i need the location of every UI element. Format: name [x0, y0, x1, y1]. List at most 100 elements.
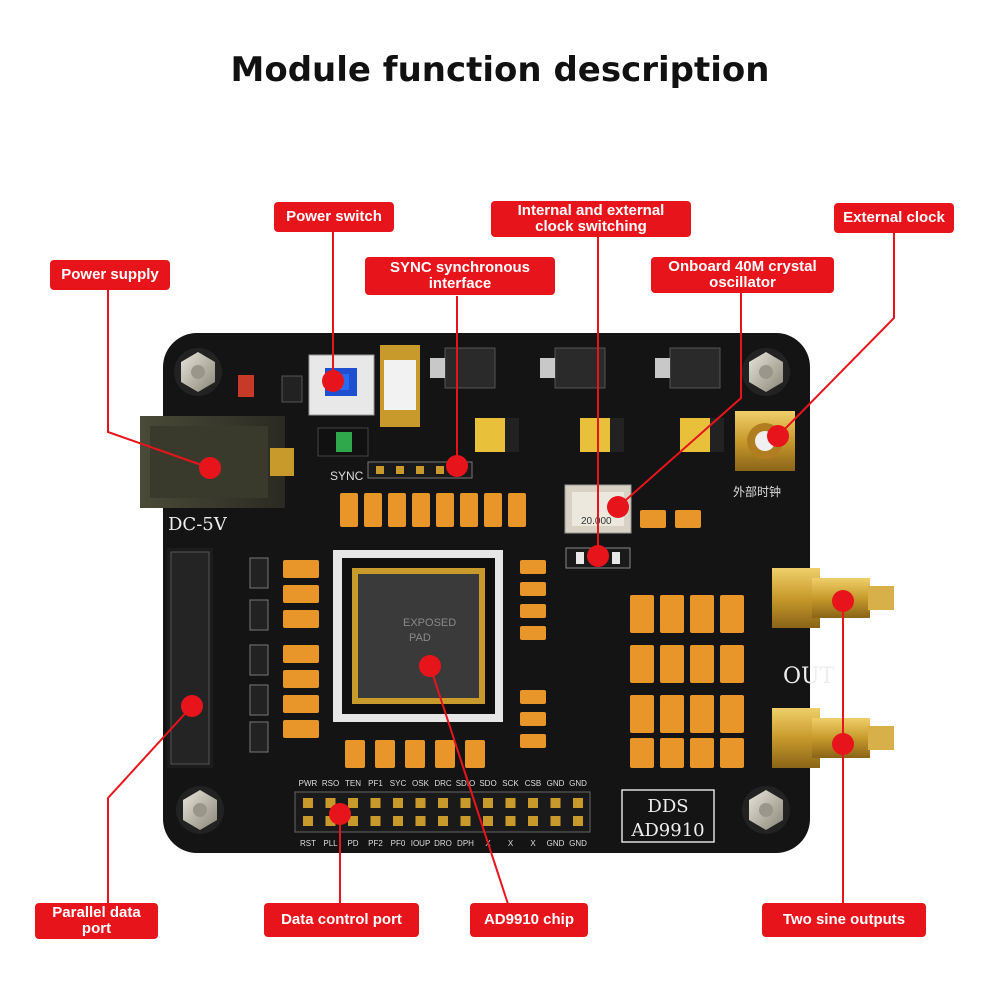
label-power-switch: Power switch	[274, 202, 394, 232]
header-pin	[348, 816, 358, 826]
top-pin-label-9: SCK	[502, 779, 519, 788]
ad9910-chip	[333, 550, 503, 722]
dc-label: DC-5V	[168, 514, 228, 535]
top-pin-label-10: CSB	[525, 779, 541, 788]
standoff-bottom-left	[176, 786, 224, 834]
label-external-clock: External clock	[834, 203, 954, 233]
pin-grid	[303, 798, 583, 826]
label-external-clock-text: External clock	[843, 209, 945, 226]
label-data-control: Data control port	[264, 903, 419, 937]
label-clock-sw-line1: Internal and external	[517, 202, 665, 219]
tantalum-caps	[475, 418, 724, 452]
label-sync-interface: SYNC synchronous interface	[365, 257, 555, 295]
label-power-supply: Power supply	[50, 260, 170, 290]
header-pin	[550, 816, 561, 826]
top-pin-label-4: SYC	[390, 779, 407, 788]
header-pin	[303, 816, 313, 826]
bottom-pin-label-4: PF0	[391, 839, 406, 848]
diode-component	[380, 345, 420, 427]
label-sine-outputs: Two sine outputs	[762, 903, 926, 937]
label-crystal-oscillator: Onboard 40M crystal oscillator	[651, 257, 834, 293]
chip-mark-line2: PAD	[409, 632, 431, 644]
label-clock-switching: Internal and external clock switching	[491, 201, 691, 237]
header-pin	[415, 816, 426, 826]
header-pin	[370, 798, 381, 808]
header-pin	[438, 816, 448, 826]
label-power-supply-text: Power supply	[61, 266, 159, 283]
header-pin	[505, 798, 516, 808]
passive-components	[283, 493, 744, 768]
label-sine-outputs-text: Two sine outputs	[782, 911, 906, 928]
header-pin	[550, 798, 561, 808]
header-pin	[325, 798, 336, 808]
label-power-switch-text: Power switch	[286, 208, 382, 225]
bottom-pin-label-6: DRO	[434, 839, 452, 848]
header-pin	[483, 816, 493, 826]
label-sync-line1: SYNC synchronous	[389, 259, 531, 276]
label-data-control-text: Data control port	[281, 911, 402, 928]
header-pin	[438, 798, 448, 808]
label-parallel-port: Parallel data port	[35, 903, 158, 939]
ext-clock-silk: 外部时钟	[733, 484, 781, 499]
bottom-pin-label-1: PLL	[323, 839, 338, 848]
bottom-pin-label-2: PD	[347, 839, 358, 848]
dds-box	[621, 789, 715, 843]
label-ad9910-chip: AD9910 chip	[470, 903, 588, 937]
bottom-pin-label-10: X	[530, 839, 536, 848]
bottom-pin-label-9: X	[508, 839, 514, 848]
header-pin	[483, 798, 493, 808]
header-pin	[370, 816, 381, 826]
top-pin-label-5: OSK	[412, 779, 430, 788]
top-pin-label-3: PF1	[368, 779, 383, 788]
resistor-arrays	[249, 557, 269, 753]
header-pin	[505, 816, 516, 826]
page-title: Module function description	[230, 50, 770, 90]
bottom-pin-label-5: IOUP	[411, 839, 431, 848]
bottom-pin-label-0: RST	[300, 839, 316, 848]
standoff-top-right	[742, 348, 790, 396]
label-crystal-line2: oscillator	[709, 274, 776, 291]
dc-jack	[140, 416, 294, 508]
label-chip-text: AD9910 chip	[483, 911, 575, 928]
top-pin-label-12: GND	[569, 779, 587, 788]
green-led	[317, 427, 369, 457]
top-pin-label-11: GND	[547, 779, 565, 788]
out-label: OUT	[783, 664, 835, 689]
crystal-mark: 20.000	[581, 516, 612, 527]
header-pin	[415, 798, 426, 808]
regulator-u3	[655, 347, 721, 389]
top-pin-label-0: PWR	[299, 779, 318, 788]
label-parallel-line2: port	[81, 920, 112, 937]
regulator-d1	[281, 375, 303, 403]
label-sync-line2: interface	[428, 275, 492, 292]
label-clock-sw-line2: clock switching	[535, 218, 647, 235]
regulator-u2	[540, 347, 606, 389]
header-pin	[528, 798, 538, 808]
top-pin-label-2: TEN	[345, 779, 361, 788]
regulator-u1	[430, 347, 496, 389]
label-parallel-line1: Parallel data	[52, 904, 141, 921]
header-pin	[348, 798, 358, 808]
top-pin-label-8: SDO	[479, 779, 496, 788]
top-pin-label-7: SDIO	[456, 779, 476, 788]
dds-line1: DDS	[647, 796, 688, 817]
resistor-r1	[238, 375, 254, 397]
header-pin	[325, 816, 336, 826]
sma-output-2	[772, 708, 894, 768]
dds-line2: AD9910	[630, 820, 704, 841]
bottom-pin-label-11: GND	[547, 839, 565, 848]
header-pin	[528, 816, 538, 826]
header-pin	[303, 798, 313, 808]
header-pin	[393, 798, 403, 808]
bottom-pin-label-7: DPH	[457, 839, 474, 848]
header-pin	[573, 816, 583, 826]
standoff-top-left	[174, 348, 222, 396]
parallel-header	[167, 548, 213, 768]
standoff-bottom-right	[742, 786, 790, 834]
top-pin-label-1: RSO	[322, 779, 339, 788]
header-pin	[460, 816, 471, 826]
bottom-pin-label-12: GND	[569, 839, 587, 848]
chip-mark-line1: EXPOSED	[403, 617, 456, 629]
